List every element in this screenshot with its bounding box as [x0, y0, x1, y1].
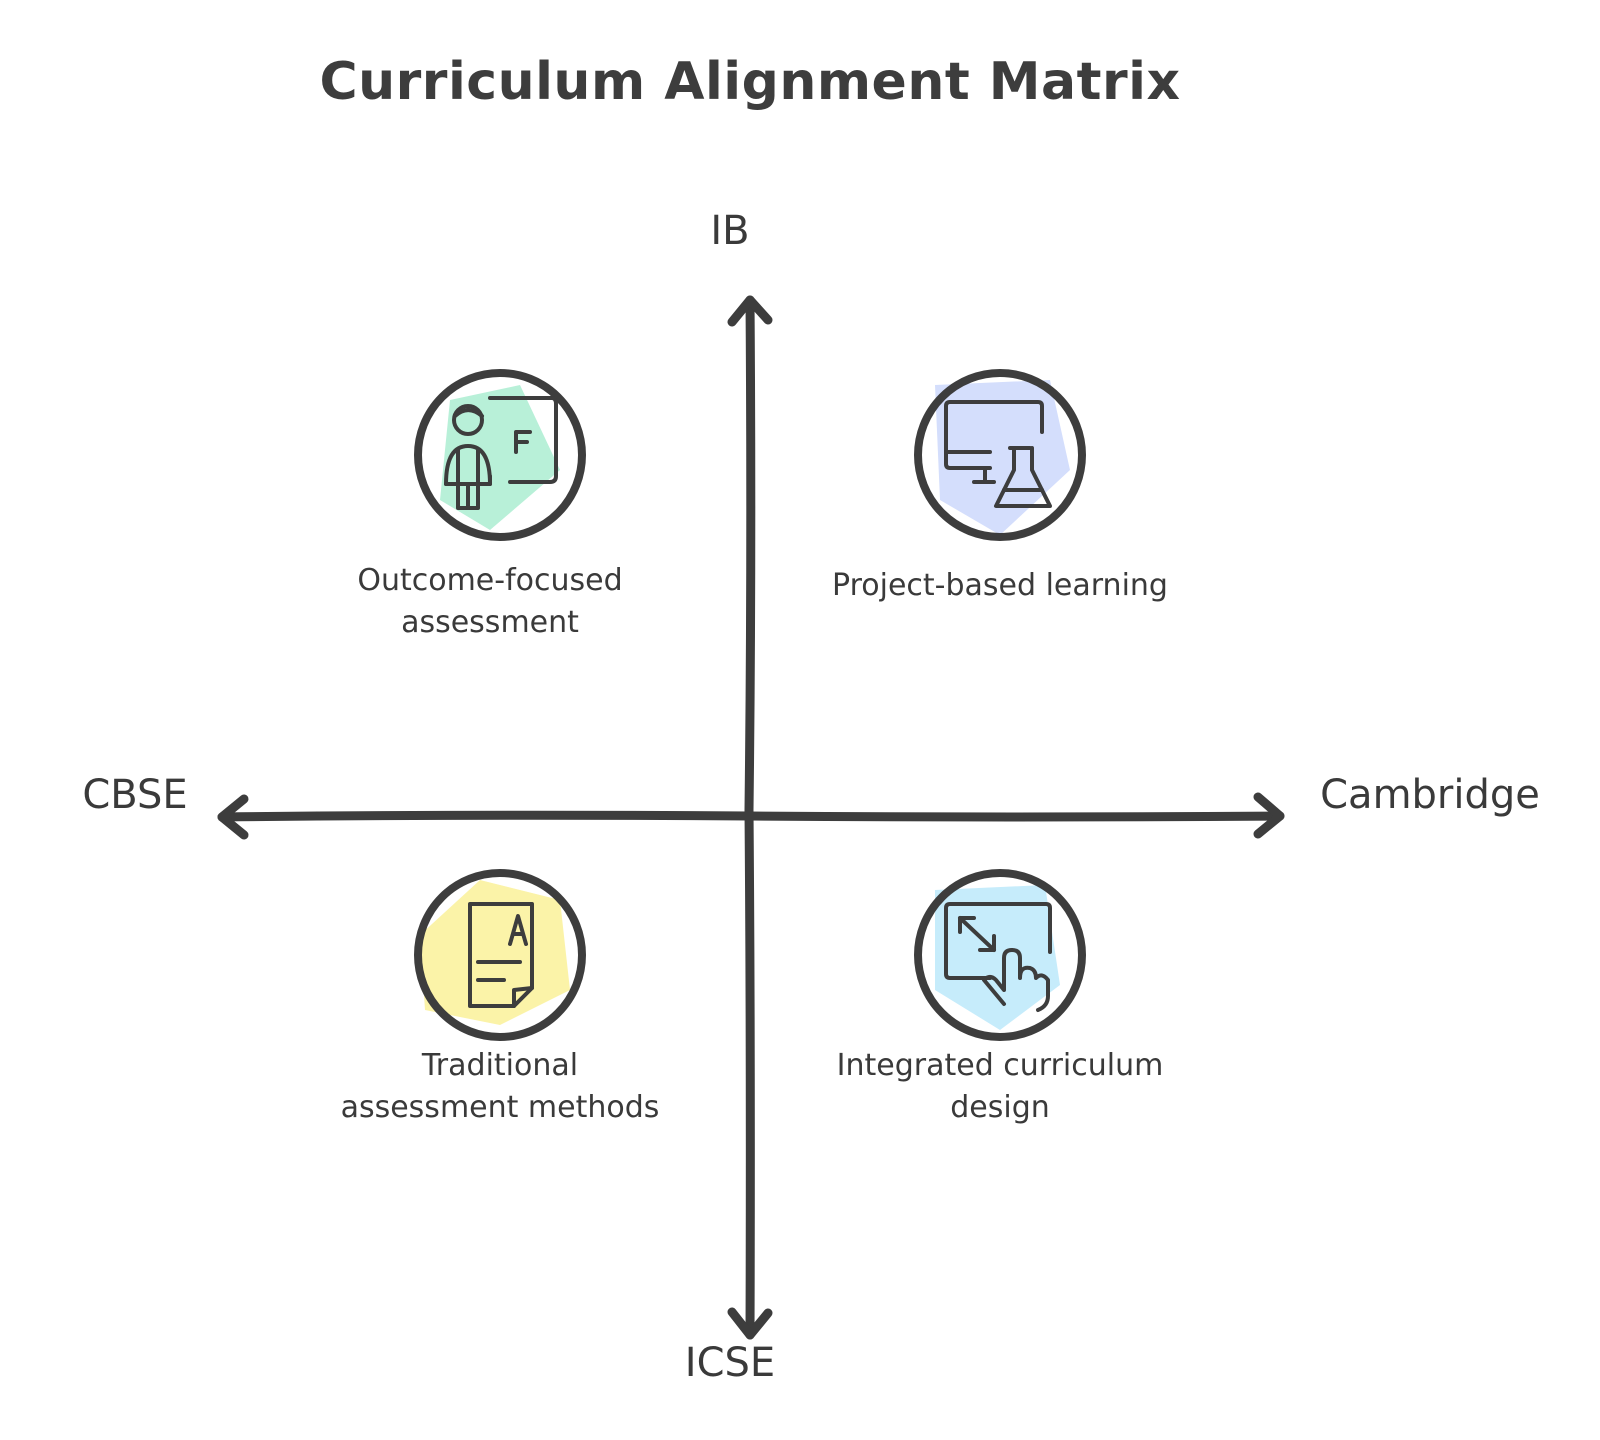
caption-line: Integrated curriculum — [836, 1048, 1164, 1083]
caption-line: Outcome-focused — [357, 563, 623, 598]
arrow-right-icon — [1253, 792, 1285, 839]
vertical-axis-line — [744, 295, 756, 1340]
horizontal-axis-line — [217, 810, 1285, 822]
computer-flask-icon — [914, 369, 1086, 541]
touch-screen-expand-icon — [914, 869, 1086, 1041]
caption-line: design — [950, 1090, 1050, 1125]
axis-label-top: IB — [710, 208, 750, 254]
caption-line: assessment methods — [340, 1090, 660, 1125]
highlight-blob — [935, 380, 1070, 535]
teacher-board-icon — [414, 369, 586, 541]
quadrant-top-left-label: Outcome-focused assessment — [290, 560, 690, 644]
arrow-down-icon — [727, 1307, 773, 1340]
quadrant-bottom-left-label: Traditional assessment methods — [290, 1045, 710, 1129]
quadrant-top-right-label: Project-based learning — [780, 565, 1220, 607]
caption-line: assessment — [401, 605, 579, 640]
arrow-up-icon — [727, 295, 773, 327]
quadrant-bottom-right-label: Integrated curriculum design — [780, 1045, 1220, 1129]
axis-label-right: Cambridge — [1320, 772, 1540, 818]
caption-line: Project-based learning — [832, 568, 1168, 603]
caption-line: Traditional — [421, 1048, 579, 1083]
page-title: Curriculum Alignment Matrix — [319, 52, 1181, 112]
axis-label-bottom: ICSE — [684, 1340, 776, 1386]
axis-label-left: CBSE — [82, 772, 188, 818]
arrow-left-icon — [217, 794, 249, 840]
graded-paper-icon — [414, 869, 586, 1041]
